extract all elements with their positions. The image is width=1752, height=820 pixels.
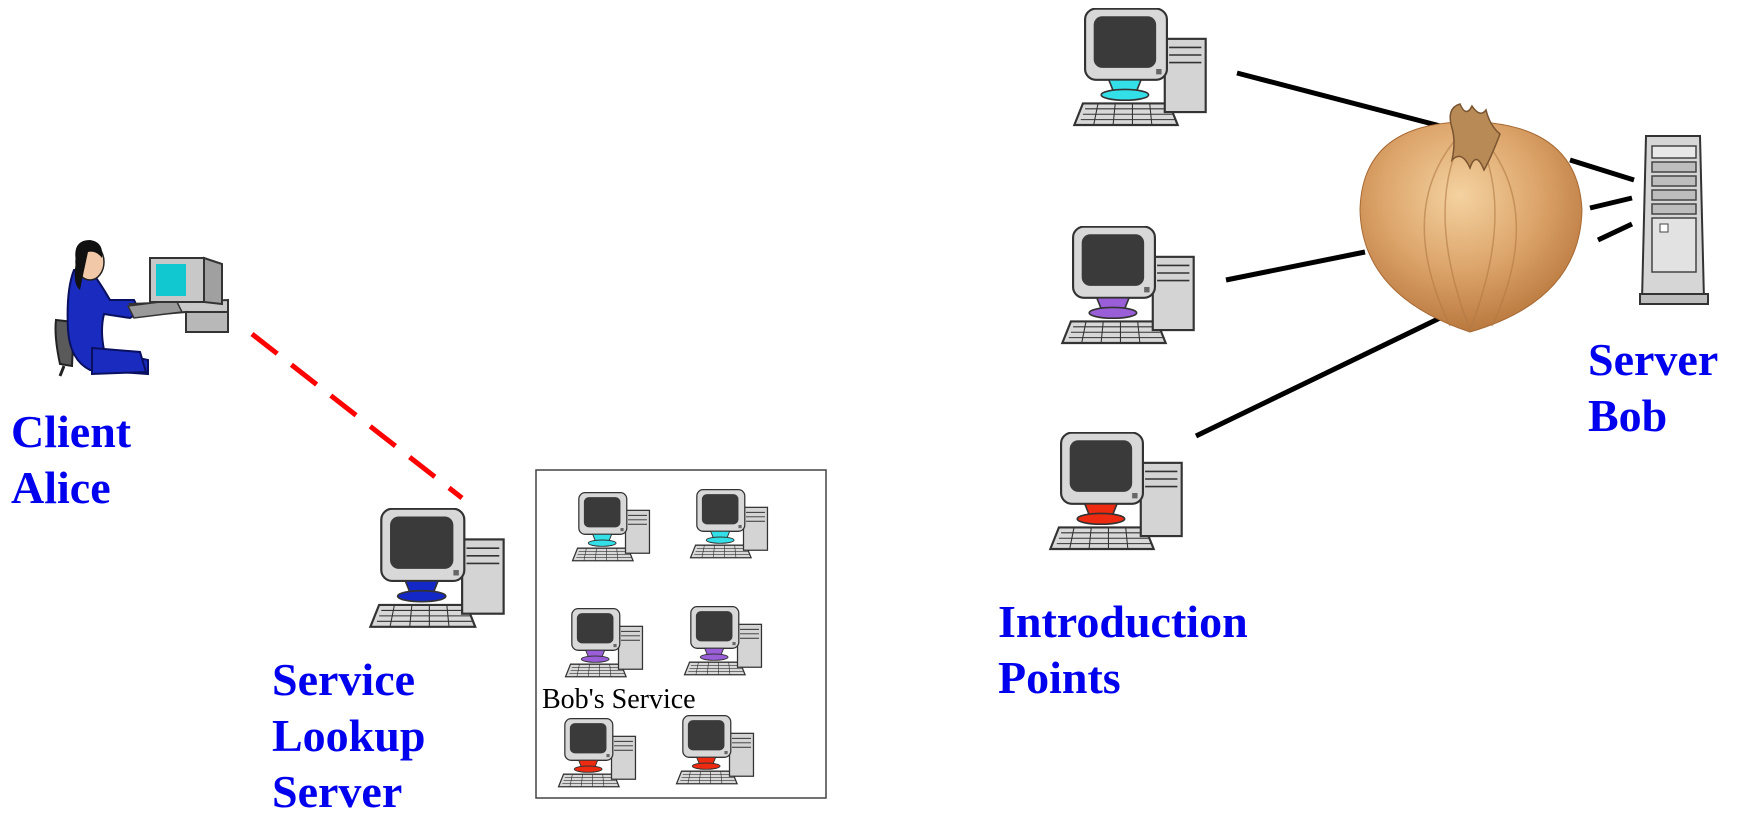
lookup-server-computer-icon	[370, 509, 503, 627]
server-label-line2: Bob	[1588, 390, 1668, 441]
client-alice-person-icon	[54, 240, 229, 377]
bobs-service-caption: Bob's Service	[542, 684, 696, 715]
onion-icon	[1359, 103, 1583, 333]
lookup-label-line2: Lookup	[272, 710, 426, 761]
intro-point-computer-icon	[1062, 227, 1193, 343]
lookup-label-line3: Server	[272, 766, 403, 817]
service-computer-icon	[573, 493, 650, 561]
service-computer-icon	[691, 490, 768, 558]
link-onion-server-2	[1589, 195, 1633, 211]
intro-label-line2: Points	[998, 652, 1121, 703]
intro-label-line1: Introduction	[998, 596, 1248, 647]
link-onion-server-3	[1596, 221, 1634, 243]
server-bob-label: Server Bob	[1588, 332, 1718, 444]
bobs-service-box	[535, 469, 827, 799]
service-lookup-server-label: Service Lookup Server	[272, 652, 425, 820]
intro-point-computer-icon	[1074, 9, 1205, 125]
dashed-link	[250, 332, 464, 500]
link-intro1-onion	[1236, 70, 1449, 131]
intro-point-computer-icon	[1050, 433, 1181, 549]
server-label-line1: Server	[1588, 334, 1719, 385]
service-computer-icon	[677, 716, 754, 784]
client-alice-label: Client Alice	[11, 404, 131, 516]
introduction-points-label: Introduction Points	[998, 594, 1248, 706]
client-label-line1: Client	[11, 406, 132, 457]
server-bob-rack-icon	[1639, 135, 1709, 305]
client-label-line2: Alice	[11, 462, 111, 513]
service-computer-icon	[685, 607, 762, 675]
link-intro3-onion	[1194, 315, 1442, 439]
link-intro2-onion	[1225, 249, 1366, 283]
service-computer-icon	[566, 609, 643, 677]
link-onion-server-1	[1569, 157, 1635, 183]
lookup-label-line1: Service	[272, 654, 416, 705]
service-computer-icon	[559, 719, 636, 787]
